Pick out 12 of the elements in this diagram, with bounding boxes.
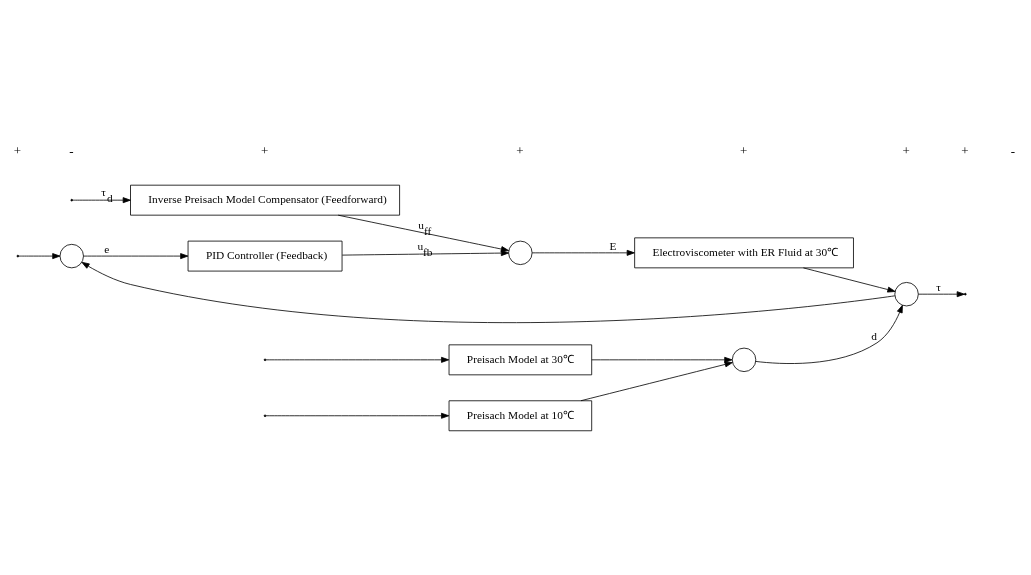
label: - bbox=[69, 142, 74, 158]
edge-label: d bbox=[871, 329, 877, 342]
label: - bbox=[1010, 142, 1016, 158]
edge-label: e bbox=[104, 243, 110, 256]
label: + bbox=[961, 142, 969, 158]
label: + bbox=[740, 142, 748, 158]
edge-label: E bbox=[609, 239, 617, 252]
edge-label: τ bbox=[936, 281, 941, 294]
label: + bbox=[13, 142, 22, 158]
label: + bbox=[261, 142, 269, 158]
label: + bbox=[902, 142, 910, 158]
label: + bbox=[516, 142, 524, 158]
